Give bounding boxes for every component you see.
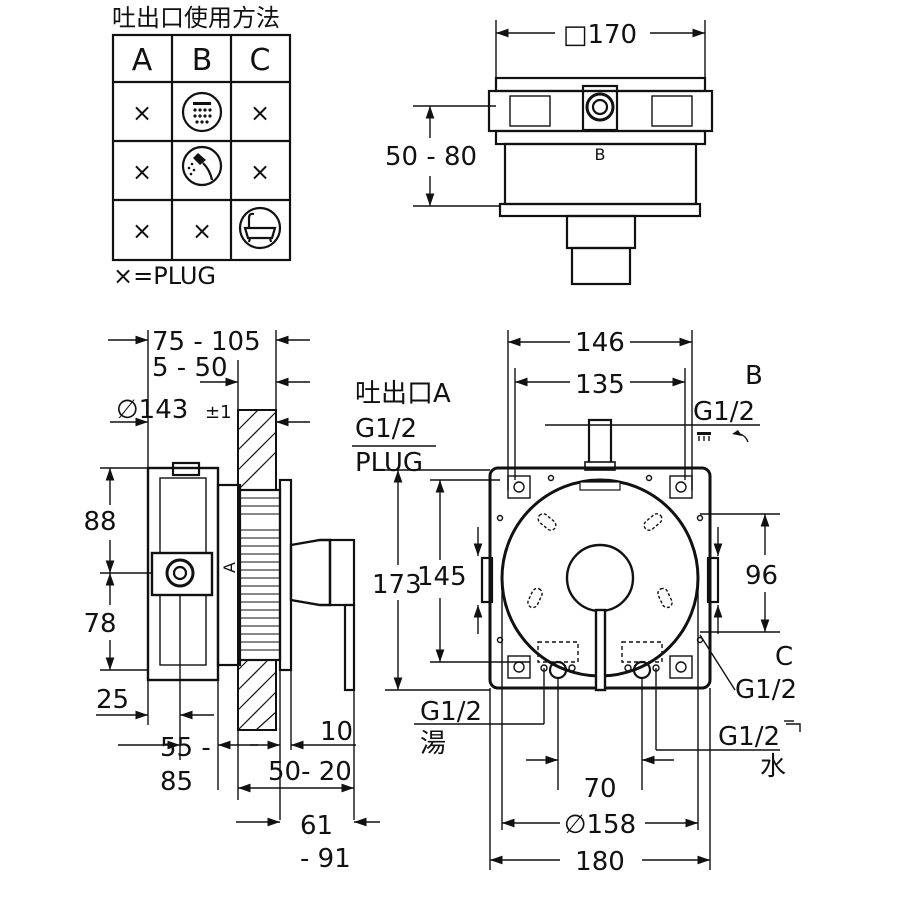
hot-label: 湯 (420, 729, 446, 759)
top-depth-dimension: 50 - 80 (385, 142, 477, 172)
side-view: A 75 - 105 5 - 50 ∅143 ±1 (83, 327, 380, 874)
column-header-c: C (250, 43, 271, 78)
outlet-b-letter: B (745, 361, 763, 391)
dim-173: 173 (372, 570, 422, 600)
dim-dia-158: ∅158 (564, 810, 636, 840)
corner-screw-blocks (496, 474, 704, 679)
hand-shower-icon (181, 145, 223, 187)
dim-88: 88 (83, 507, 116, 537)
top-view: □170 B 50 - 80 (385, 20, 714, 286)
cold-label: 水 (760, 752, 786, 782)
plug-mark: × (250, 158, 270, 186)
outlet-c-thread: G1/2 (735, 675, 797, 705)
outlet-a-plug: PLUG (355, 448, 423, 478)
outlet-a-thread: G1/2 (355, 414, 417, 444)
dim-180: 180 (575, 847, 625, 877)
ring-slots (527, 513, 673, 609)
dim-96: 96 (745, 561, 778, 591)
plug-legend: ×=PLUG (113, 262, 216, 290)
dim-55-85-b: 85 (160, 767, 193, 797)
dim-50-20: 50- 20 (268, 757, 352, 787)
hot-thread: G1/2 (420, 697, 482, 727)
bathtub-icon (238, 206, 282, 250)
dim-135: 135 (575, 370, 625, 400)
usage-table-title: 吐出口使用方法 (112, 4, 280, 32)
column-header-b: B (192, 43, 213, 78)
dim-61-91-a: 61 (300, 811, 333, 841)
top-width-dimension: □170 (563, 20, 637, 50)
dim-dia-143: ∅143 (116, 395, 188, 425)
dim-146: 146 (575, 328, 625, 358)
column-header-a: A (132, 43, 153, 78)
dim-78: 78 (83, 609, 116, 639)
shower-head-icon (697, 432, 711, 441)
plug-mark: × (192, 217, 212, 245)
wall-hatching (237, 409, 277, 731)
dim-5-50: 5 - 50 (152, 353, 228, 383)
bathtub-spout-icon (784, 720, 801, 732)
dim-25: 25 (96, 685, 129, 715)
plug-mark: × (132, 217, 152, 245)
dim-dia-143-tolerance: ±1 (205, 402, 232, 423)
outlet-b-thread: G1/2 (693, 397, 755, 427)
dim-61-91-b: - 91 (300, 844, 351, 874)
cold-thread: G1/2 (718, 722, 780, 752)
dim-75-105: 75 - 105 (152, 327, 261, 357)
plug-mark: × (132, 158, 152, 186)
side-outlet-letter: A (220, 562, 239, 573)
front-view: 146 135 吐出口A G1/2 PLUG B G1/2 (352, 328, 801, 877)
outlet-a-label: 吐出口A (355, 379, 451, 409)
dim-10: 10 (320, 717, 353, 747)
sleeve-threads (240, 497, 280, 651)
plug-mark: × (250, 99, 270, 127)
hand-shower-icon (732, 430, 749, 443)
plug-mark: × (132, 99, 152, 127)
top-outlet-letter: B (595, 145, 606, 164)
shower-head-icon (181, 91, 223, 133)
dim-55-85-a: 55 - (160, 733, 211, 763)
dim-70: 70 (583, 774, 616, 804)
usage-table: 吐出口使用方法 A B C × × × × × × (111, 4, 292, 290)
dim-145: 145 (417, 562, 467, 592)
outlet-c-letter: C (775, 642, 793, 672)
